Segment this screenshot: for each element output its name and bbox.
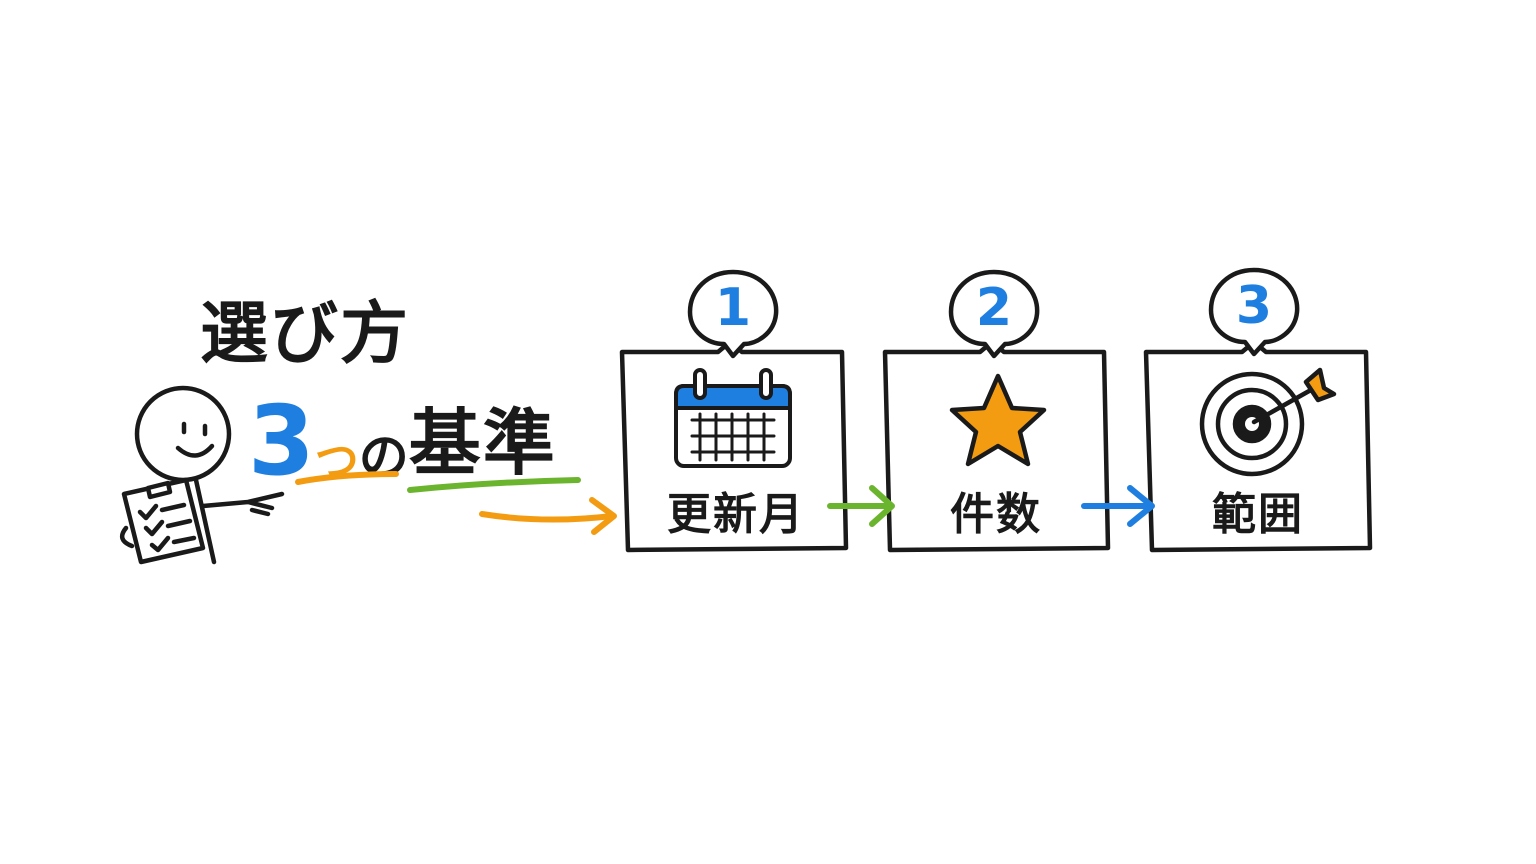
target-icon (1199, 367, 1337, 477)
clipboard-icon (119, 477, 206, 565)
calendar-icon (674, 368, 792, 468)
step-label-1: 更新月 (667, 489, 805, 540)
underline-counter (295, 471, 399, 485)
arrow-step-2-to-3 (1081, 485, 1155, 527)
arrow-to-step-1 (479, 497, 617, 535)
step-label-2: 件数 (950, 489, 1042, 540)
step-bubble-3 (1208, 267, 1300, 357)
underline-noun (407, 477, 581, 493)
step-label-3: 範囲 (1212, 489, 1304, 540)
title-noun: 基準 (408, 401, 557, 485)
star-icon (949, 373, 1047, 467)
title-count: 3 (248, 385, 315, 497)
arrow-step-1-to-2 (827, 485, 895, 527)
step-number-3: 3 (1235, 276, 1273, 336)
figure-arm-point (200, 491, 285, 517)
title-line1: 選び方 (200, 295, 411, 374)
figure-body (193, 477, 217, 565)
stick-figure (119, 385, 285, 565)
step-bubble-2 (948, 269, 1040, 359)
step-bubble-1 (687, 269, 779, 359)
step-number-1: 1 (714, 278, 752, 338)
step-number-2: 2 (975, 278, 1013, 338)
figure-smile (175, 443, 215, 458)
title-line2: 3つの基準 (248, 384, 557, 489)
